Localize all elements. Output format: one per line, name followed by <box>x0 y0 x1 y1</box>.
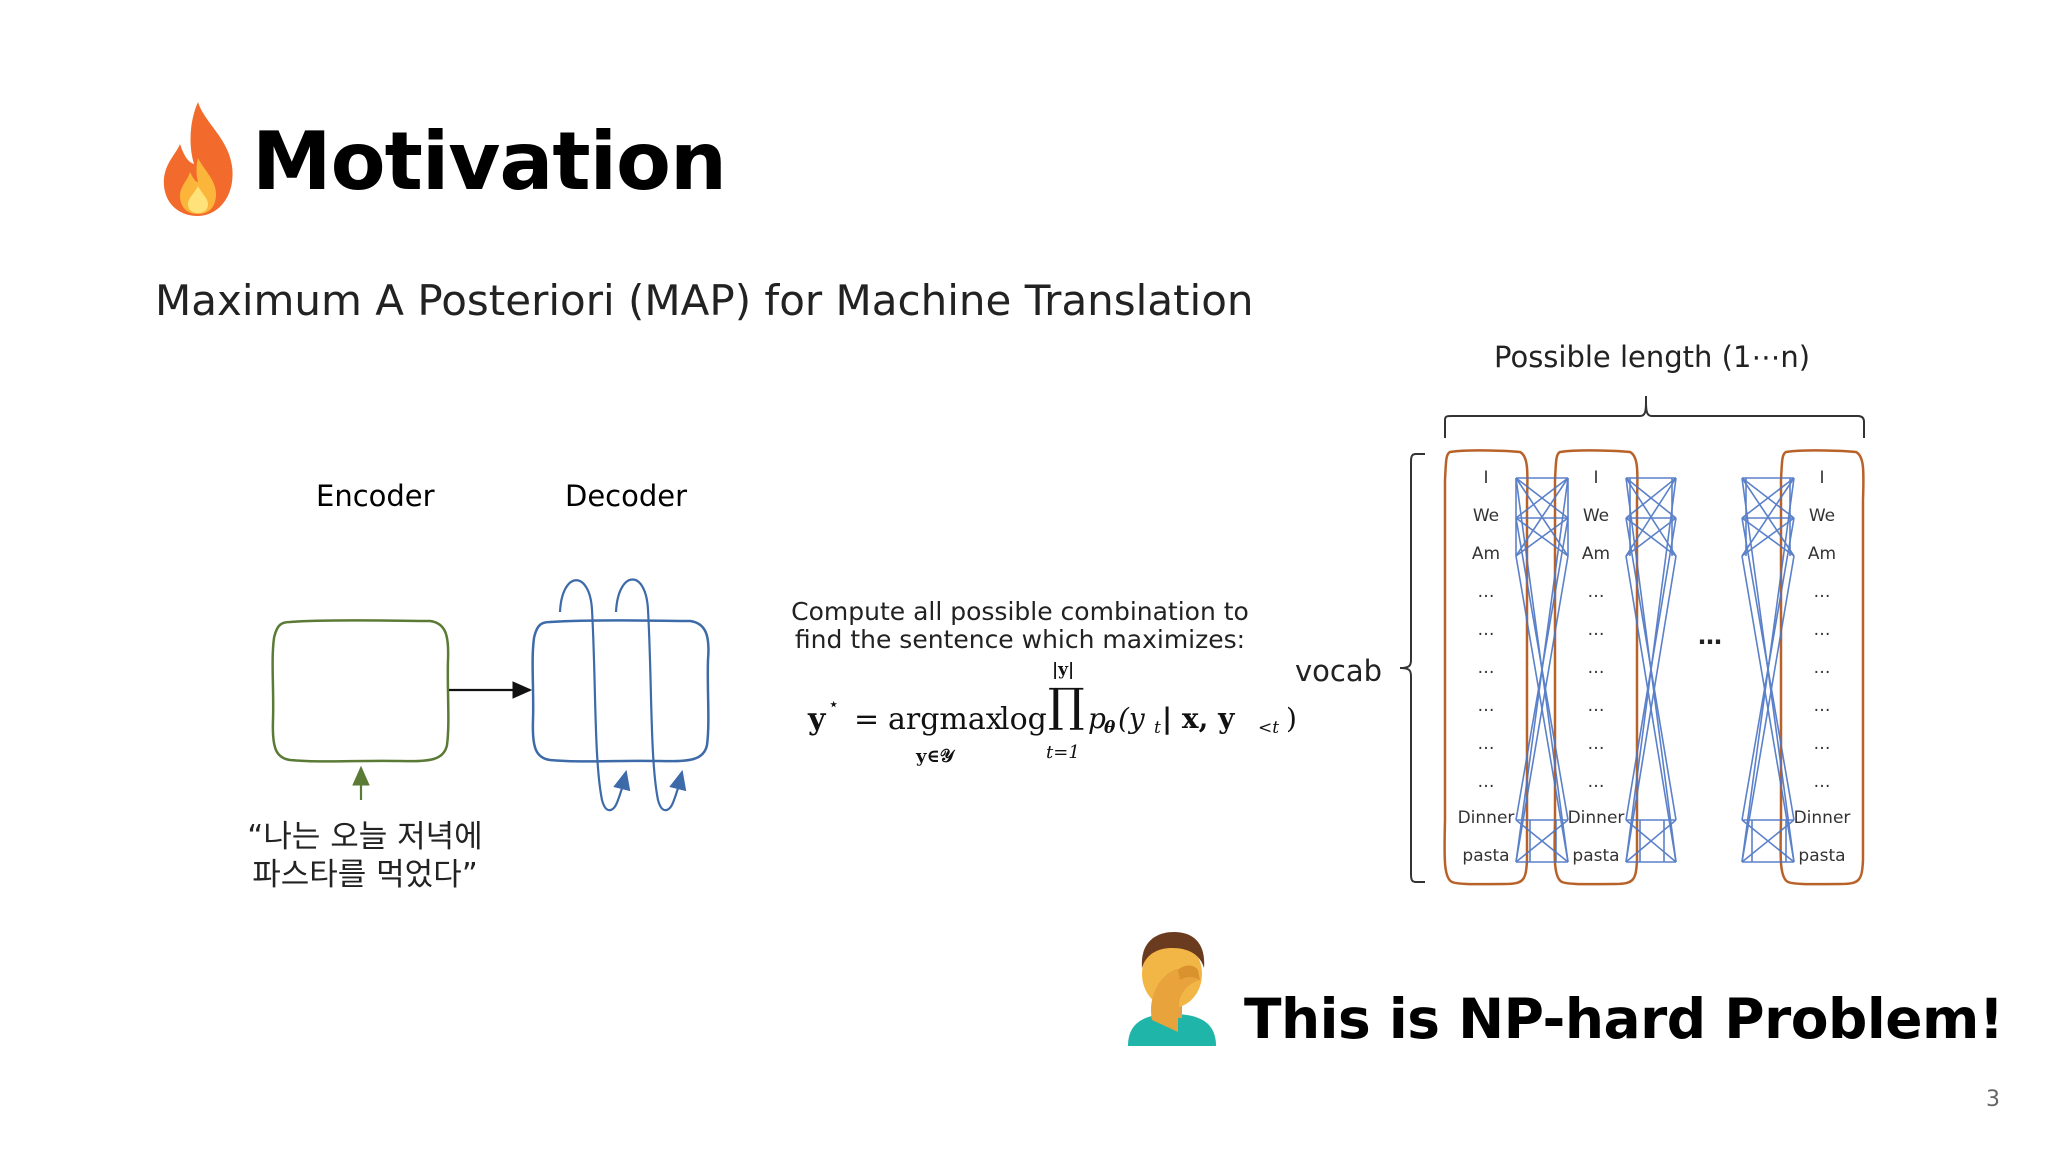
vocab-word: … <box>1813 734 1831 754</box>
vocab-column-2 <box>1553 449 1639 886</box>
vocab-column-n <box>1779 449 1865 886</box>
vocab-word: Dinner <box>1567 808 1625 828</box>
map-formula: y ⋆ = argmax y∈𝒴 log ∏ |y| t=1 p θ (y t … <box>808 660 1297 770</box>
vocab-label: vocab <box>1295 654 1383 688</box>
formula-theta: θ <box>1104 718 1116 738</box>
source-sentence: “나는 오늘 저녁에 파스타를 먹었다” <box>230 818 500 894</box>
vocab-word: Am <box>1807 544 1837 564</box>
transition-lines-2 <box>1625 477 1677 863</box>
formula-p: p <box>1088 702 1106 735</box>
formula-star: ⋆ <box>828 694 840 715</box>
transition-lines-1 <box>1515 477 1569 863</box>
formula-prod-top: |y| <box>1052 660 1075 680</box>
formula-log: log <box>1000 702 1047 737</box>
page-number: 3 <box>1986 1087 2000 1112</box>
decoder-loop-1 <box>558 579 631 812</box>
formula-prod-bottom: t=1 <box>1046 742 1080 763</box>
source-sentence-line-2: 파스타를 먹었다” <box>252 857 478 893</box>
decoder-label: Decoder <box>565 479 688 513</box>
encoder-box <box>271 619 450 763</box>
vocab-word: … <box>1477 620 1495 640</box>
vocab-word: … <box>1813 620 1831 640</box>
vocab-word: … <box>1587 658 1605 678</box>
page-title: Motivation <box>252 115 727 208</box>
vocab-word: … <box>1813 582 1831 602</box>
formula-prod: ∏ <box>1048 678 1085 732</box>
vocab-word: I <box>1819 468 1825 488</box>
formula-eq: = <box>854 702 880 737</box>
vocab-brace <box>1399 453 1425 883</box>
vocab-word: … <box>1587 696 1605 716</box>
vocab-word: pasta <box>1572 846 1620 866</box>
vocab-word: I <box>1483 468 1489 488</box>
vocab-word: … <box>1477 582 1495 602</box>
between-columns-ellipsis: ⋯ <box>1698 628 1722 656</box>
vocab-word: Am <box>1581 544 1611 564</box>
encoder-label: Encoder <box>316 479 435 513</box>
vocab-word: We <box>1472 506 1500 526</box>
subtitle: Maximum A Posteriori (MAP) for Machine T… <box>155 276 1254 325</box>
vocab-word: … <box>1477 734 1495 754</box>
formula-argmax-sub: y∈𝒴 <box>916 746 954 767</box>
source-sentence-line-1: “나는 오늘 저녁에 <box>247 819 483 855</box>
compute-line-1: Compute all possible combination to <box>791 597 1249 626</box>
formula-close: ) <box>1286 702 1297 735</box>
vocab-word: … <box>1587 620 1605 640</box>
possible-length-label: Possible length (1⋯n) <box>1494 340 1811 374</box>
formula-cond: | x, y <box>1162 702 1235 735</box>
formula-lhs: y <box>808 702 826 737</box>
vocab-word: pasta <box>1462 846 1510 866</box>
formula-argmax: argmax <box>888 702 1003 737</box>
vocab-word: … <box>1587 734 1605 754</box>
vocab-word: … <box>1813 658 1831 678</box>
decoder-loop-2 <box>614 578 687 812</box>
formula-t: t <box>1154 718 1161 738</box>
transition-lines-3 <box>1741 477 1795 863</box>
vocab-word: … <box>1477 772 1495 792</box>
np-hard-callout: This is NP-hard Problem! <box>1244 987 2004 1051</box>
vocab-word: … <box>1587 582 1605 602</box>
vocab-word: Am <box>1471 544 1501 564</box>
fire-icon <box>163 102 233 216</box>
vocab-word: pasta <box>1798 846 1846 866</box>
vocab-word: We <box>1582 506 1610 526</box>
vocab-word: … <box>1587 772 1605 792</box>
vocab-word: … <box>1813 696 1831 716</box>
formula-args: (y <box>1118 702 1145 735</box>
vocab-word: … <box>1477 658 1495 678</box>
vocab-word: … <box>1477 696 1495 716</box>
formula-lt: <t <box>1258 718 1280 738</box>
vocab-word: I <box>1593 468 1599 488</box>
decoder-box <box>531 619 710 763</box>
vocab-word: Dinner <box>1457 808 1515 828</box>
compute-description: Compute all possible combination to find… <box>780 598 1260 654</box>
vocab-word: Dinner <box>1793 808 1851 828</box>
length-brace <box>1444 396 1865 438</box>
vocab-word: … <box>1813 772 1831 792</box>
facepalm-icon <box>1128 932 1216 1046</box>
vocab-word: We <box>1808 506 1836 526</box>
compute-line-2: find the sentence which maximizes: <box>794 625 1246 654</box>
vocab-column-1 <box>1443 449 1529 886</box>
